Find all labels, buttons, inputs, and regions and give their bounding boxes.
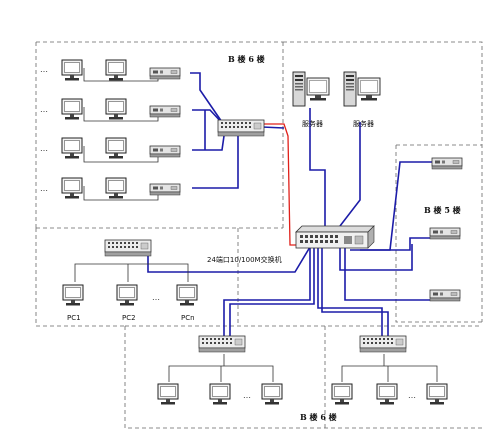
server-label-2: 服务器 (353, 119, 374, 128)
zone-label-right: B 楼 5 楼 (424, 205, 461, 215)
ellipsis: … (152, 293, 160, 302)
ellipsis: … (40, 144, 48, 153)
ellipsis: … (243, 391, 251, 400)
server-1 (292, 71, 330, 107)
ellipsis: … (408, 391, 416, 400)
device-drops (74, 68, 438, 382)
zone-label-bottom: B 楼 6 楼 (300, 412, 337, 422)
bottom-pcs (157, 383, 448, 405)
top-floor-hubs (149, 67, 181, 196)
left-pcs (62, 284, 198, 306)
bottom-switch-2 (359, 335, 407, 353)
core-switch (295, 225, 375, 249)
bottom-switch-1 (198, 335, 246, 353)
left-switch (104, 239, 152, 257)
server-label-1: 服务器 (302, 119, 323, 128)
zone-borders (35, 41, 483, 429)
red-link (260, 123, 306, 246)
ellipsis: … (40, 65, 48, 74)
pc-label-2: PC2 (122, 314, 136, 322)
ellipsis: … (40, 184, 48, 193)
pc-label-n: PCn (181, 314, 195, 322)
blue-links (147, 72, 432, 336)
core-switch-label: 24端口10/100M交换机 (207, 255, 282, 264)
top-floor-switch (217, 119, 265, 137)
server-2 (343, 71, 381, 107)
pc-label-1: PC1 (67, 314, 81, 322)
right-floor-hubs (429, 157, 463, 302)
ellipsis: … (40, 105, 48, 114)
ellipses: … … … … … … … (40, 65, 416, 400)
zone-label-top: B 楼 6 楼 (228, 54, 265, 64)
